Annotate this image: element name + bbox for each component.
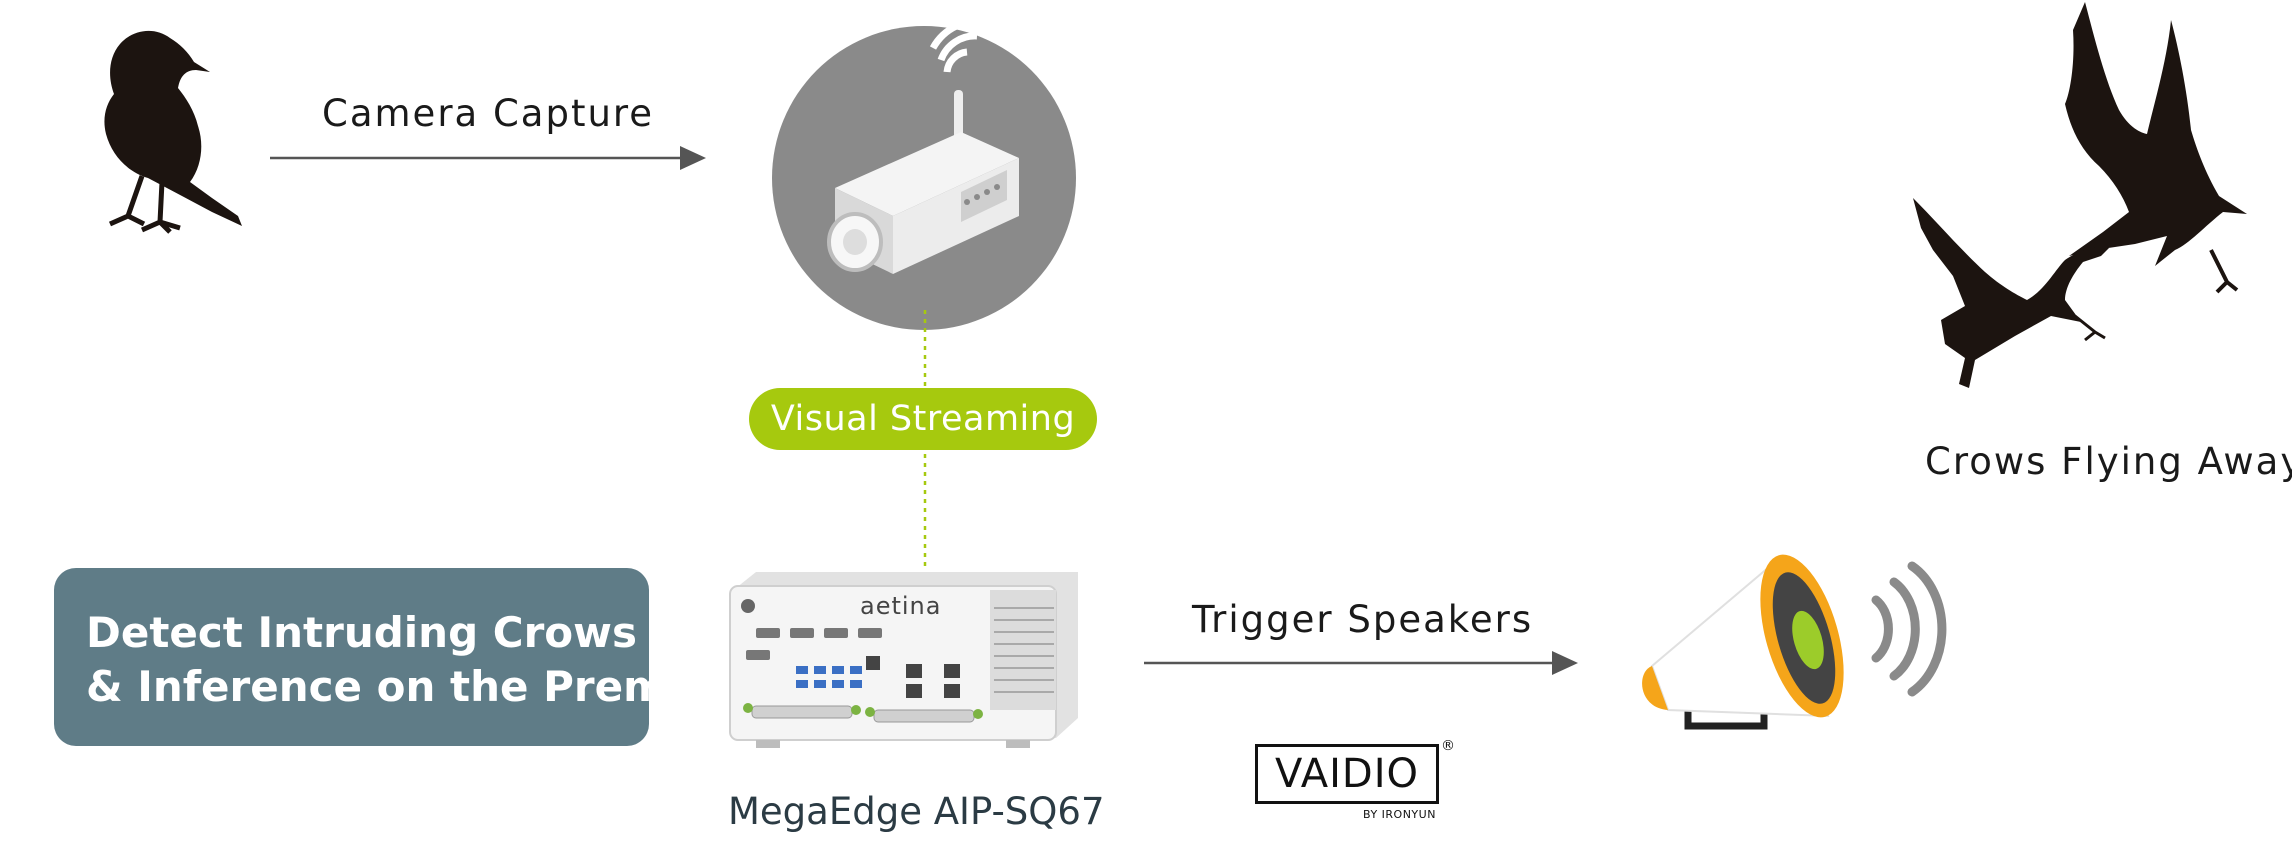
trigger-speakers-label: Trigger Speakers bbox=[1192, 598, 1534, 641]
detect-inference-box: Detect Intruding Crows & Inference on th… bbox=[54, 568, 735, 746]
camera-capture-arrow bbox=[270, 146, 706, 170]
edge-computer-icon bbox=[729, 572, 1078, 748]
visual-streaming-badge: Visual Streaming bbox=[749, 388, 1097, 450]
trigger-speakers-arrow bbox=[1144, 651, 1578, 675]
vaidio-logo: VAIDIO ® BY IRONYUN bbox=[1255, 738, 1455, 828]
camera-capture-label: Camera Capture bbox=[322, 92, 655, 135]
vaidio-registered-mark: ® bbox=[1441, 738, 1455, 754]
camera-device-icon bbox=[772, 17, 1076, 330]
device-name-label: MegaEdge AIP-SQ67 bbox=[728, 790, 1105, 833]
vaidio-logo-text: VAIDIO bbox=[1274, 751, 1420, 797]
crows-flying-icon bbox=[1913, 2, 2247, 388]
detect-line-2: & Inference on the Premise bbox=[86, 662, 735, 711]
device-brand-logo: aetina bbox=[860, 592, 942, 620]
crow-standing-icon bbox=[104, 30, 242, 234]
vaidio-logo-subtext: BY IRONYUN bbox=[1363, 808, 1436, 821]
vaidio-logo-box: VAIDIO bbox=[1255, 744, 1439, 804]
crows-flying-away-label: Crows Flying Away bbox=[1925, 440, 2292, 483]
megaphone-speaker-icon bbox=[1642, 554, 1947, 730]
detect-line-1: Detect Intruding Crows bbox=[86, 608, 637, 657]
